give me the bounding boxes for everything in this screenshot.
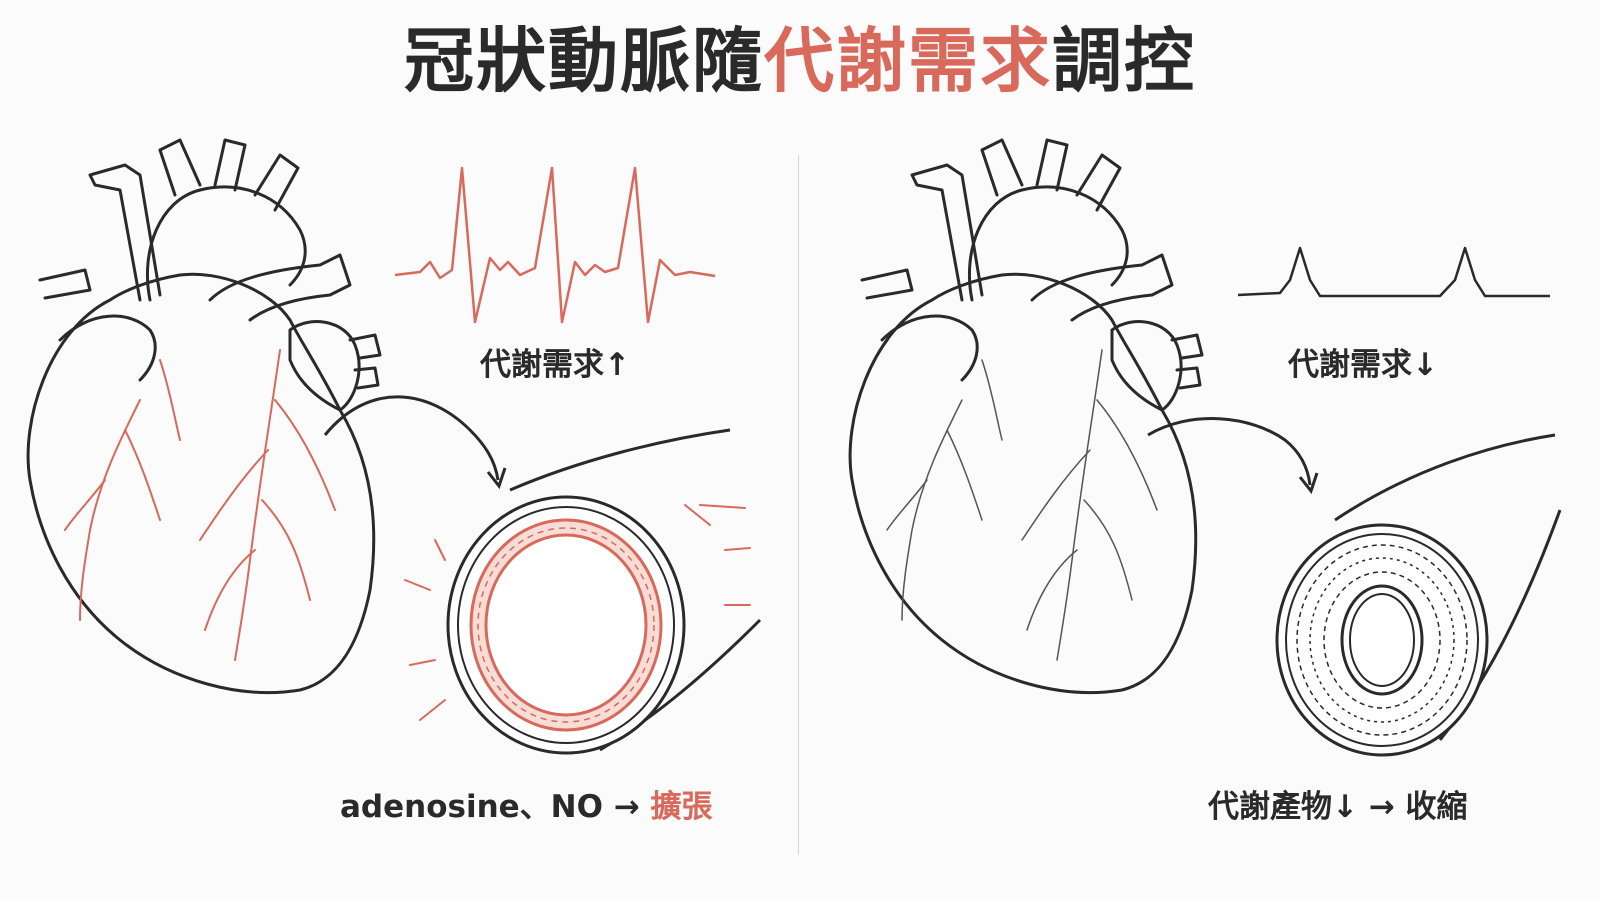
page-title: 冠狀動脈隨代謝需求調控 [0,26,1600,96]
right-ecg-trace-icon [1237,246,1550,298]
constricted-vessel-icon [1275,433,1562,757]
title-highlight: 代謝需求 [764,20,1052,102]
title-prefix: 冠狀動脈隨 [404,20,764,102]
left-demand-label: 代謝需求↑ [480,347,630,383]
left-ecg-trace-icon [394,166,716,324]
dilated-vessel-icon [446,428,762,755]
left-arrow-icon [323,395,500,481]
right-arrowhead-icon [1298,472,1319,495]
right-coronary-arteries [886,349,1158,661]
left-heart-icon [26,138,382,694]
right-arrow-icon [1147,417,1312,486]
right-heart-icon [848,138,1204,694]
left-arrowhead-icon [486,467,507,490]
left-mechanism-prefix: adenosine、NO → [340,789,640,825]
right-mechanism-label: 代謝產物↓ → 收縮 [1208,789,1468,825]
left-mechanism-result: 擴張 [650,789,713,825]
right-demand-label: 代謝需求↓ [1288,347,1438,383]
dilation-rays-icon [404,504,751,721]
left-mechanism-label: adenosine、NO → 擴張 [340,792,713,823]
left-coronary-arteries [64,349,336,661]
title-suffix: 調控 [1052,20,1196,102]
panel-divider [798,155,799,855]
